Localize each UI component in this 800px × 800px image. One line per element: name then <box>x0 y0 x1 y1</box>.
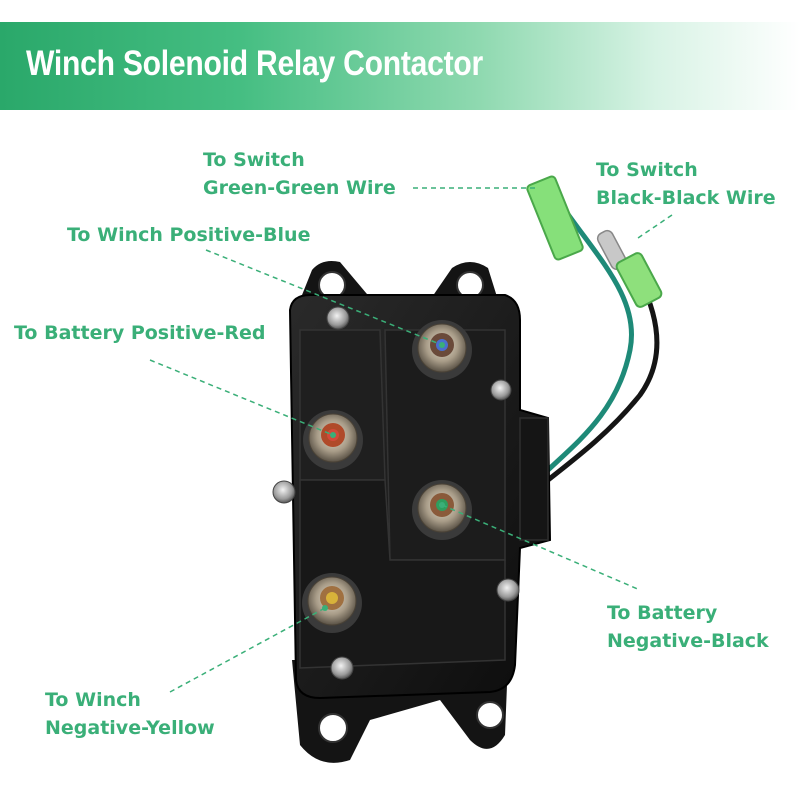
label-winch-negative-line1: To Winch <box>45 689 141 711</box>
terminal-winch-positive <box>412 320 472 380</box>
label-switch-green: To Switch Green-Green Wire <box>203 146 396 202</box>
label-battery-negative-line1: To Battery <box>607 602 718 624</box>
label-switch-black: To Switch Black-Black Wire <box>596 156 776 212</box>
leader-lines <box>149 187 673 693</box>
label-winch-negative-line2: Negative-Yellow <box>45 717 215 739</box>
label-switch-green-line2: Green-Green Wire <box>203 177 396 199</box>
mounting-flange-top <box>300 261 498 300</box>
screw-icon <box>272 306 520 680</box>
control-wires <box>546 208 660 482</box>
terminal-winch-negative <box>302 573 362 633</box>
green-connector <box>526 175 584 261</box>
label-switch-black-line1: To Switch <box>596 159 698 181</box>
black-wire-connector <box>596 229 663 308</box>
label-battery-negative: To Battery Negative-Black <box>607 599 769 655</box>
label-switch-green-line1: To Switch <box>203 149 305 171</box>
label-switch-black-line2: Black-Black Wire <box>596 187 776 209</box>
terminal-battery-positive <box>303 410 363 470</box>
terminal-battery-negative <box>412 480 472 540</box>
label-battery-positive: To Battery Positive-Red <box>14 322 266 344</box>
title-banner <box>0 22 800 110</box>
label-winch-positive: To Winch Positive-Blue <box>67 224 311 246</box>
label-battery-negative-line2: Negative-Black <box>607 630 769 652</box>
label-winch-negative: To Winch Negative-Yellow <box>45 686 215 742</box>
leader-dots <box>322 342 445 611</box>
page-title: Winch Solenoid Relay Contactor <box>26 44 483 83</box>
